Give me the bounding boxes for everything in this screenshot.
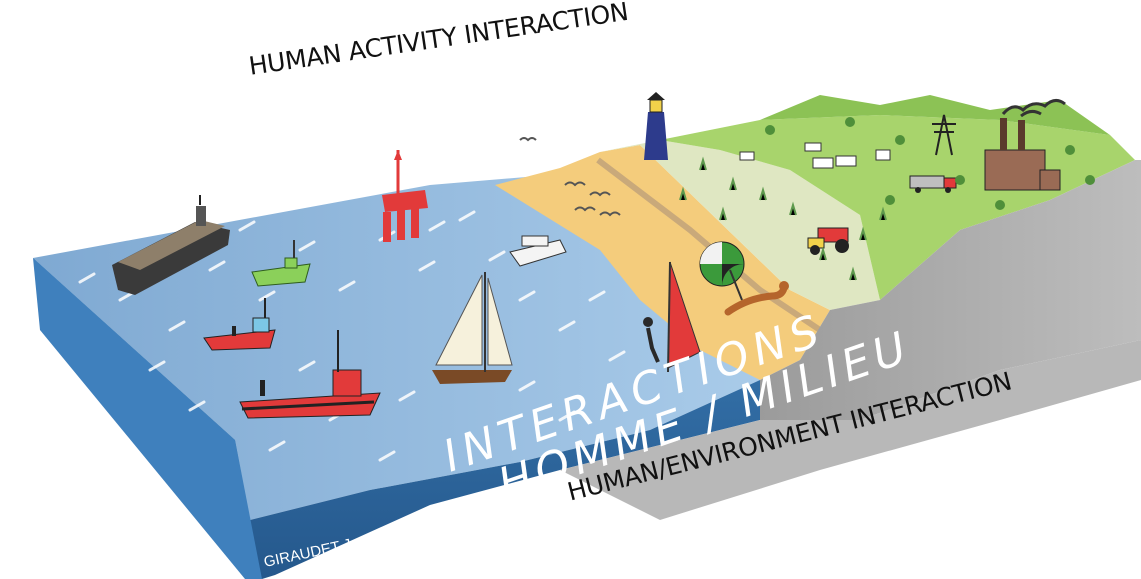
windsurfer [643,261,701,373]
hills [760,95,1110,135]
power-pylon [932,114,956,156]
beach-umbrella [699,241,745,301]
cliff-side [760,160,1141,420]
red-boat-large [239,330,381,419]
red-boat-small [203,298,276,351]
grass-tufts [679,156,887,281]
cliff-front [560,340,1141,520]
green-boat [251,240,311,287]
sea-surface [33,170,760,520]
factory [984,99,1066,191]
tractor [807,227,849,255]
truck [909,175,957,193]
cargo-ship [112,195,230,295]
seagulls [519,137,621,217]
motor-yacht [509,235,567,267]
sunbather [724,281,789,316]
lighthouse [644,92,668,160]
sailboat [432,272,513,384]
houses [739,142,891,169]
sea-left-face [33,258,262,579]
beach [495,145,830,380]
dune-grass [600,140,880,310]
trees [765,117,1095,210]
oil-rig [382,150,428,242]
